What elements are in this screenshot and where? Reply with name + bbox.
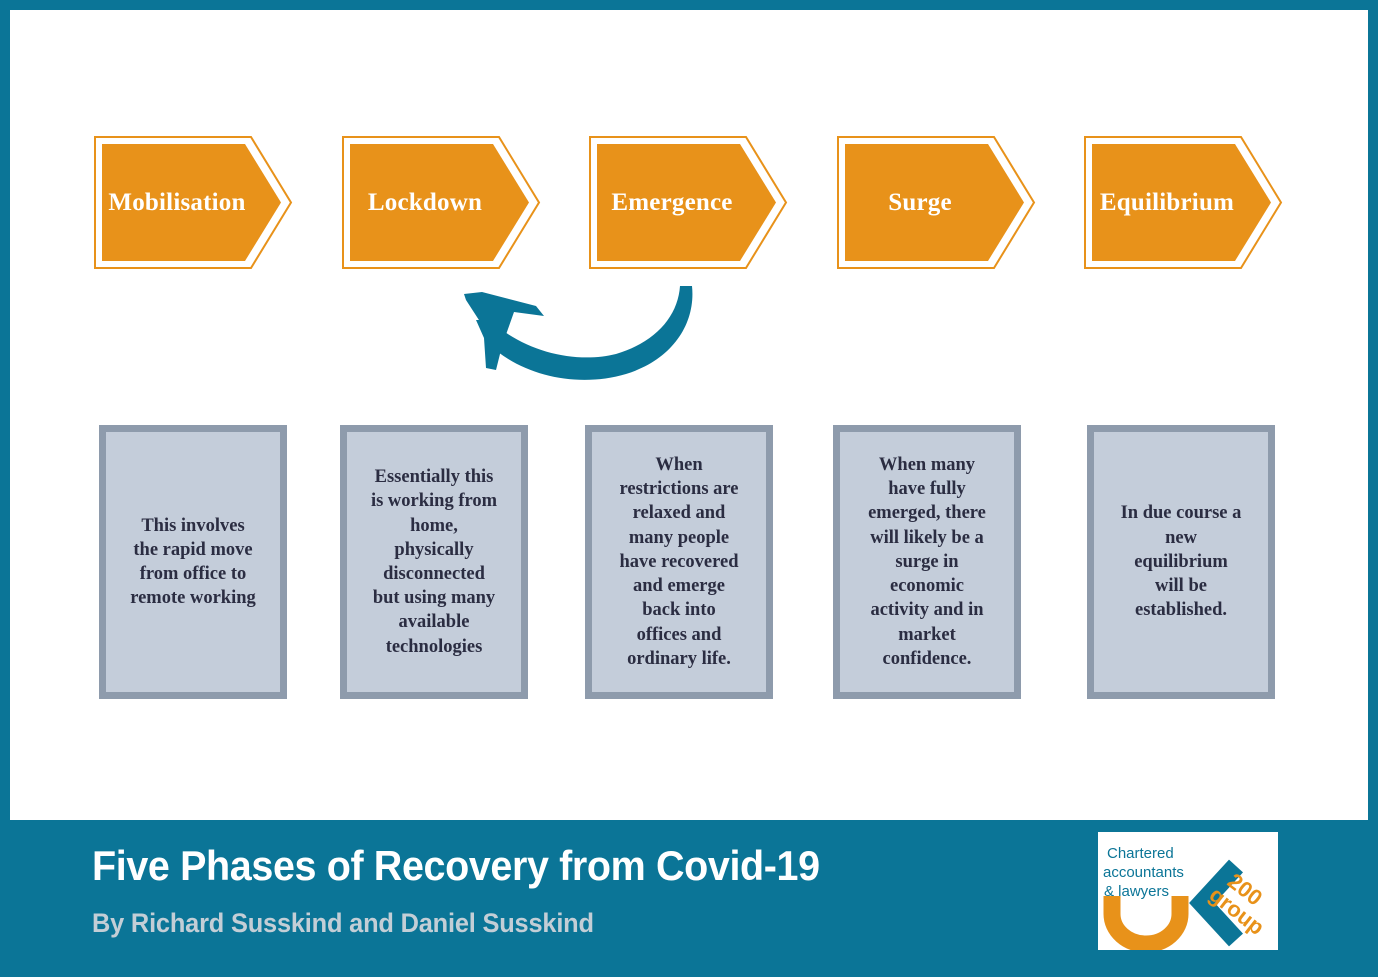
phase-description-text: When many have fully emerged, there will… bbox=[868, 454, 986, 669]
phase-label: Surge bbox=[888, 188, 952, 216]
curved-back-arrow-icon bbox=[440, 272, 730, 397]
phase-chevron-mobilisation[interactable]: Mobilisation bbox=[93, 135, 293, 270]
logo-line-1: Chartered bbox=[1107, 845, 1174, 862]
phase-description-box-surge: When many have fully emerged, there will… bbox=[833, 425, 1021, 699]
uk200group-logo: Chartered accountants & lawyers 200 grou… bbox=[1098, 832, 1278, 950]
phase-label: Lockdown bbox=[367, 188, 483, 216]
phase-description-text: In due course a new equilibrium will be … bbox=[1120, 503, 1242, 621]
chevron-shape-icon bbox=[837, 136, 1036, 269]
phase-chevron-emergence[interactable]: Emergence bbox=[588, 135, 788, 270]
phase-label: Mobilisation bbox=[108, 188, 246, 216]
logo-u-mark-icon bbox=[1103, 896, 1189, 950]
frame-border-right bbox=[1368, 0, 1378, 977]
phase-description-box-equilibrium: In due course a new equilibrium will be … bbox=[1087, 425, 1275, 699]
phase-chevron-row: Mobilisation Lockdown Emergence bbox=[10, 135, 1368, 280]
phase-description-text: This involves the rapid move from office… bbox=[130, 515, 256, 609]
phase-description-box-lockdown: Essentially this is working from home, p… bbox=[340, 425, 528, 699]
phase-description-box-mobilisation: This involves the rapid move from office… bbox=[99, 425, 287, 699]
logo-line-2: accountants bbox=[1103, 864, 1184, 881]
frame-border-bottom bbox=[0, 967, 1378, 977]
chevron-shape-icon bbox=[342, 136, 541, 269]
chevron-shape-icon bbox=[1084, 136, 1283, 269]
phase-chevron-lockdown[interactable]: Lockdown bbox=[341, 135, 541, 270]
phase-description-box-emergence: When restrictions are relaxed and many p… bbox=[585, 425, 773, 699]
phase-description-text: When restrictions are relaxed and many p… bbox=[619, 454, 739, 669]
phase-description-text: Essentially this is working from home, p… bbox=[370, 467, 498, 657]
title-banner: Five Phases of Recovery from Covid-19 By… bbox=[10, 820, 1368, 967]
phase-label: Equilibrium bbox=[1099, 188, 1235, 216]
chevron-shape-icon bbox=[589, 136, 788, 269]
frame-border-top bbox=[0, 0, 1378, 10]
chevron-shape-icon bbox=[94, 136, 293, 269]
logo-k-mark-icon bbox=[1189, 859, 1243, 947]
content-canvas: Mobilisation Lockdown Emergence bbox=[10, 10, 1368, 967]
logo-line-3: & lawyers bbox=[1104, 883, 1169, 900]
frame-border-left bbox=[0, 0, 10, 977]
phase-label: Emergence bbox=[611, 188, 733, 216]
page-byline: By Richard Susskind and Daniel Susskind bbox=[92, 908, 594, 938]
phase-chevron-surge[interactable]: Surge bbox=[836, 135, 1036, 270]
page-title: Five Phases of Recovery from Covid-19 bbox=[92, 842, 820, 889]
phase-description-row: This involves the rapid move from office… bbox=[10, 425, 1368, 715]
phase-chevron-equilibrium[interactable]: Equilibrium bbox=[1083, 135, 1283, 270]
